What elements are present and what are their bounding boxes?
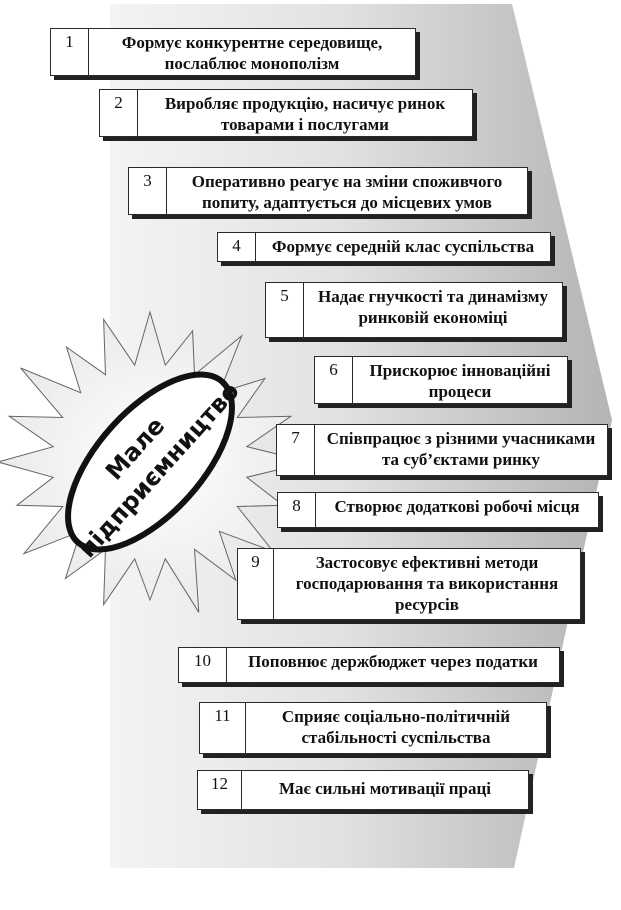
item-number: 4 xyxy=(218,233,256,261)
item-box-11: 11 Сприяє соціально-політичній стабільно… xyxy=(199,702,547,754)
item-number: 11 xyxy=(200,703,246,753)
item-text: Застосовує ефективні методи господарюван… xyxy=(295,553,559,614)
item-box-8: 8 Створює додаткові робочі місця xyxy=(277,492,599,528)
item-box-10: 10 Поповнює держбюджет через податки xyxy=(178,647,560,683)
item-text: Створює додаткові робочі місця xyxy=(334,497,580,516)
item-number: 5 xyxy=(266,283,304,337)
item-text: Оперативно реагує на зміни споживчого по… xyxy=(191,172,503,212)
item-number: 9 xyxy=(238,549,274,619)
item-box-9: 9 Застосовує ефективні методи господарюв… xyxy=(237,548,581,620)
item-number: 12 xyxy=(198,771,242,809)
item-text: Виробляє продукцію, насичує ринок товара… xyxy=(164,94,446,134)
item-box-4: 4 Формує середній клас суспільства xyxy=(217,232,551,262)
item-text: Сприяє соціально-політичній стабільності… xyxy=(281,707,511,747)
item-number: 6 xyxy=(315,357,353,403)
item-text: Поповнює держбюджет через податки xyxy=(248,652,538,671)
item-text: Формує конкурентне середовище, послаблює… xyxy=(121,33,383,73)
item-number: 7 xyxy=(277,425,315,475)
item-box-2: 2 Виробляє продукцію, насичує ринок това… xyxy=(99,89,473,137)
item-box-7: 7 Співпрацює з різними учасниками та суб… xyxy=(276,424,608,476)
item-box-12: 12 Має сильні мотивації праці xyxy=(197,770,529,810)
item-box-1: 1 Формує конкурентне середовище, послабл… xyxy=(50,28,416,76)
item-number: 10 xyxy=(179,648,227,682)
item-text: Прискорює інноваційні процеси xyxy=(369,361,551,401)
item-text: Співпрацює з різними учасниками та суб’є… xyxy=(326,429,596,469)
item-number: 3 xyxy=(129,168,167,214)
item-number: 2 xyxy=(100,90,138,136)
item-text: Надає гнучкості та динамізму ринковій ек… xyxy=(318,287,548,327)
item-box-3: 3 Оперативно реагує на зміни споживчого … xyxy=(128,167,528,215)
item-box-5: 5 Надає гнучкості та динамізму ринковій … xyxy=(265,282,563,338)
item-number: 8 xyxy=(278,493,316,527)
item-box-6: 6 Прискорює інноваційні процеси xyxy=(314,356,568,404)
item-text: Формує середній клас суспільства xyxy=(271,237,535,256)
item-number: 1 xyxy=(51,29,89,75)
item-text: Має сильні мотивації праці xyxy=(279,779,491,798)
